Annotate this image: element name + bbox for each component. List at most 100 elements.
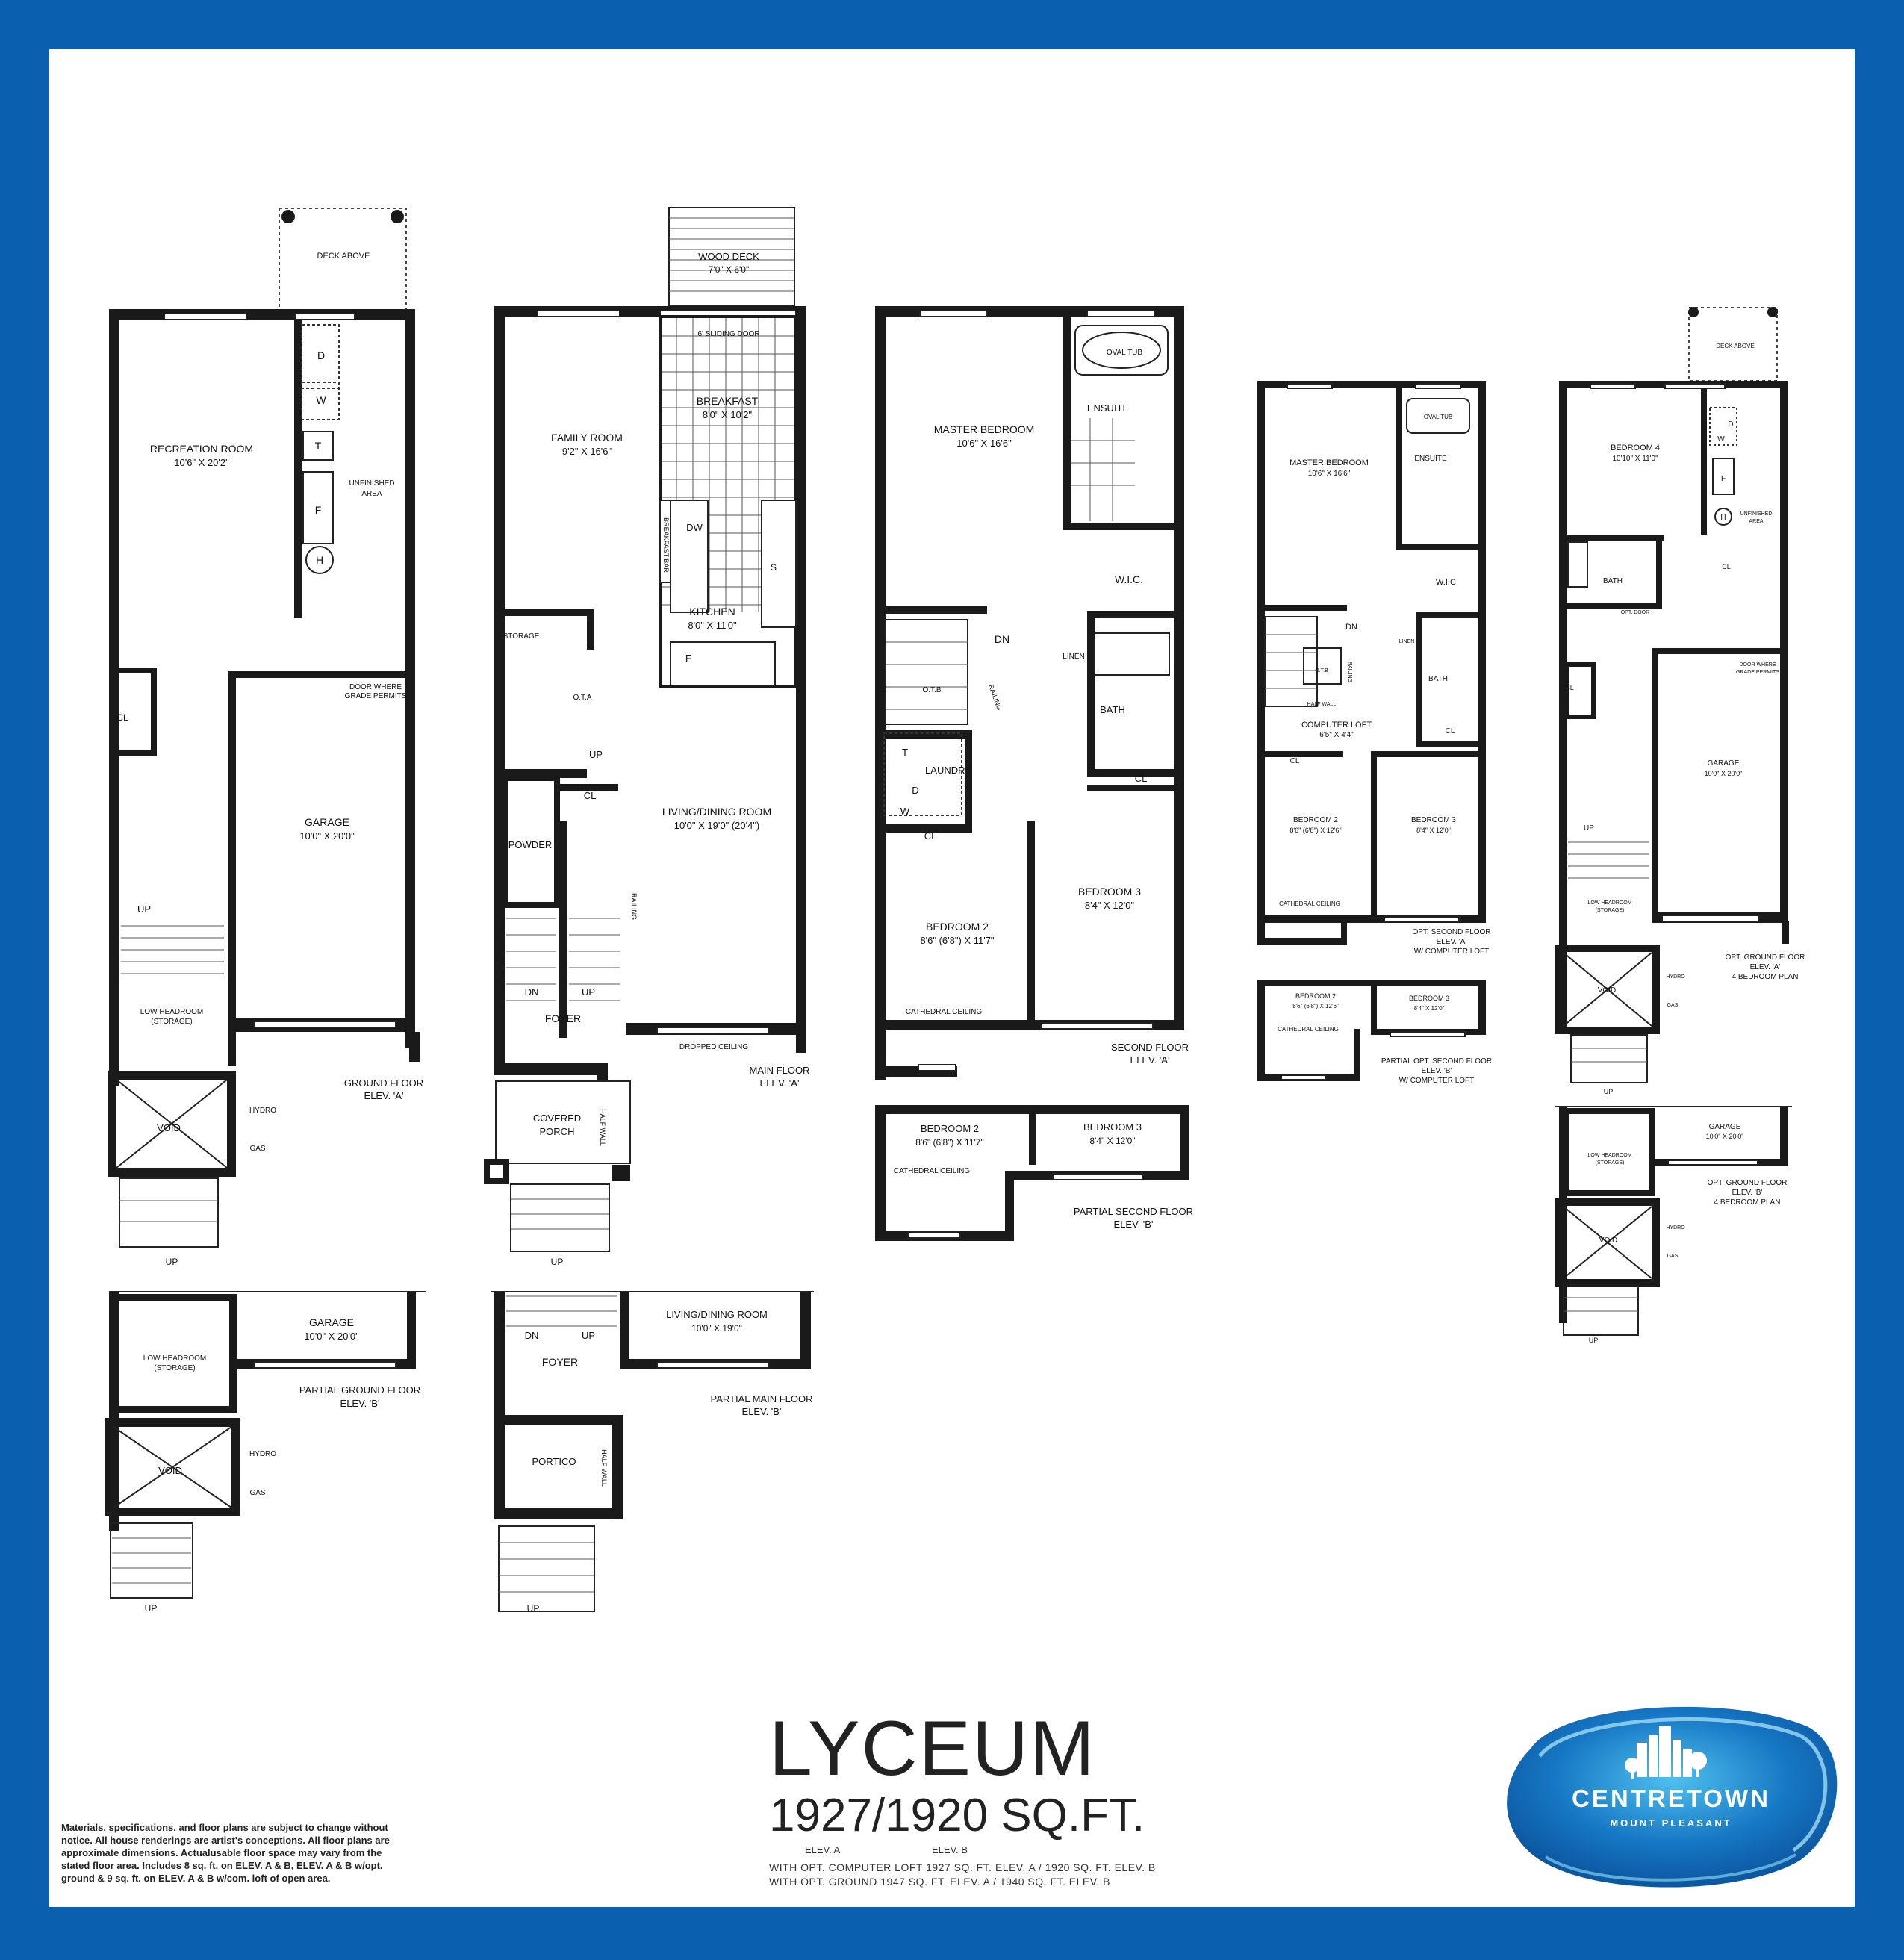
svg-text:4 BEDROOM PLAN: 4 BEDROOM PLAN (1732, 973, 1799, 981)
svg-text:BEDROOM 2: BEDROOM 2 (1295, 992, 1336, 1000)
svg-text:8'4" X 12'0": 8'4" X 12'0" (1414, 1005, 1445, 1012)
deck-above-label: DECK ABOVE (317, 252, 370, 261)
svg-text:10'0" X 20'0": 10'0" X 20'0" (299, 830, 355, 841)
svg-text:W: W (900, 806, 910, 817)
svg-text:D: D (912, 785, 918, 796)
svg-text:T: T (902, 747, 908, 758)
svg-text:ELEV. 'A': ELEV. 'A' (364, 1090, 404, 1101)
svg-text:UNFINISHED: UNFINISHED (349, 479, 394, 488)
svg-text:UP: UP (582, 1330, 595, 1341)
svg-text:8'4" X 12'0": 8'4" X 12'0" (1416, 827, 1451, 834)
svg-text:DOOR WHERE: DOOR WHERE (1740, 662, 1776, 668)
svg-text:F: F (1721, 475, 1726, 483)
svg-text:CL: CL (116, 712, 128, 723)
svg-text:DN: DN (525, 1330, 539, 1341)
svg-text:UP: UP (527, 1603, 540, 1614)
ground-floor-elev-a: DECK ABOVE RECREATION ROOM 10'6" X 20'2"… (108, 208, 423, 1267)
ground-floor-title: GROUND FLOOR (344, 1077, 423, 1089)
svg-text:BEDROOM 4: BEDROOM 4 (1611, 444, 1660, 452)
svg-text:PARTIAL OPT. SECOND FLOOR: PARTIAL OPT. SECOND FLOOR (1381, 1057, 1492, 1065)
svg-text:GARAGE: GARAGE (309, 1316, 354, 1328)
svg-text:ELEV. 'B': ELEV. 'B' (1422, 1067, 1452, 1075)
svg-text:ELEV. 'A': ELEV. 'A' (760, 1077, 800, 1089)
svg-text:W/ COMPUTER LOFT: W/ COMPUTER LOFT (1414, 948, 1490, 956)
svg-text:W: W (1717, 435, 1725, 444)
svg-text:GARAGE: GARAGE (1709, 1123, 1741, 1131)
svg-text:BEDROOM 3: BEDROOM 3 (1409, 995, 1449, 1002)
second-floor-elev-a: OVAL TUB ENSUITE MASTER BEDROOM 10'6" X … (875, 306, 1189, 1080)
svg-text:UP: UP (551, 1257, 564, 1267)
svg-text:ELEV. 'B': ELEV. 'B' (1114, 1219, 1154, 1230)
svg-text:UP: UP (145, 1603, 158, 1614)
second-floor-elev-b: BEDROOM 2 8'6" (6'8") X 11'7" BEDROOM 3 … (875, 1105, 1193, 1241)
svg-text:BATH: BATH (1603, 577, 1623, 585)
svg-text:BATH: BATH (1428, 675, 1448, 683)
svg-text:AREA: AREA (1749, 519, 1763, 524)
svg-text:4 BEDROOM PLAN: 4 BEDROOM PLAN (1714, 1198, 1781, 1207)
svg-text:8'6" (6'8") X 12'6": 8'6" (6'8") X 12'6" (1292, 1003, 1339, 1009)
powder-label: POWDER (508, 839, 553, 850)
opt-second-floor-loft-elev-b: BEDROOM 2 8'6" (6'8") X 12'6" BEDROOM 3 … (1257, 980, 1492, 1085)
svg-text:UP: UP (1584, 824, 1594, 833)
bedroom-2-label: BEDROOM 2 (926, 921, 989, 933)
ground-sqft-note: WITH OPT. GROUND 1947 SQ. FT. ELEV. A / … (769, 1876, 1110, 1888)
svg-text:DW: DW (686, 522, 703, 533)
svg-text:VOID: VOID (1599, 1236, 1617, 1245)
svg-text:ELEV. 'B': ELEV. 'B' (742, 1406, 782, 1417)
svg-text:OPT. DOOR: OPT. DOOR (1621, 610, 1650, 615)
svg-text:(STORAGE): (STORAGE) (1596, 1160, 1625, 1166)
svg-text:S: S (771, 562, 777, 573)
breakfast-label: BREAKFAST (697, 395, 759, 407)
opt-ground-floor-elev-a: DECK ABOVE BEDROOM 4 10'10" X 11'0" D W … (1555, 307, 1805, 1095)
svg-text:OPT. SECOND FLOOR: OPT. SECOND FLOOR (1412, 928, 1490, 936)
svg-text:CL: CL (1446, 727, 1455, 735)
svg-text:OVAL TUB: OVAL TUB (1424, 414, 1453, 420)
main-floor-elev-a: WOOD DECK 7'0" X 6'0" 6' SLIDING DOOR FA… (484, 207, 809, 1267)
svg-text:8'0" X 10'2": 8'0" X 10'2" (703, 409, 753, 420)
kitchen-label: KITCHEN (689, 606, 735, 617)
svg-text:PORCH: PORCH (540, 1126, 575, 1137)
svg-text:RAILING: RAILING (1347, 662, 1352, 682)
svg-text:LOW HEADROOM: LOW HEADROOM (140, 1008, 203, 1016)
svg-text:ELEV. 'A': ELEV. 'A' (1437, 938, 1467, 946)
svg-text:F: F (315, 504, 322, 516)
svg-text:6'5" X 4'4": 6'5" X 4'4" (1319, 731, 1354, 739)
svg-text:HALF WALL: HALF WALL (600, 1449, 608, 1487)
svg-text:O.T.B: O.T.B (922, 686, 941, 694)
svg-text:10'0" X 19'0": 10'0" X 19'0" (691, 1323, 742, 1334)
svg-text:CATHEDRAL CEILING: CATHEDRAL CEILING (906, 1008, 982, 1016)
svg-text:LIVING/DINING ROOM: LIVING/DINING ROOM (666, 1309, 768, 1320)
svg-text:CATHEDRAL CEILING: CATHEDRAL CEILING (1279, 900, 1340, 907)
svg-text:RAILING: RAILING (987, 683, 1004, 711)
svg-text:7'0" X 6'0": 7'0" X 6'0" (709, 264, 749, 275)
svg-text:W/ COMPUTER LOFT: W/ COMPUTER LOFT (1399, 1077, 1475, 1085)
svg-text:CATHEDRAL CEILING: CATHEDRAL CEILING (1278, 1026, 1339, 1033)
centretown-logo: CENTRETOWN MOUNT PLEASANT (1501, 1696, 1841, 1892)
svg-text:HYDRO: HYDRO (249, 1450, 276, 1458)
svg-text:HALF WALL: HALF WALL (599, 1109, 606, 1146)
bedroom-3-label: BEDROOM 3 (1078, 886, 1141, 897)
svg-text:D: D (1728, 420, 1733, 429)
disclaimer-text: Materials, specifications, and floor pla… (61, 1822, 390, 1884)
svg-text:BREAKFAST BAR: BREAKFAST BAR (662, 517, 670, 573)
master-bedroom-label: MASTER BEDROOM (934, 423, 1035, 435)
svg-text:LINEN: LINEN (1399, 639, 1415, 644)
svg-text:UP: UP (166, 1257, 178, 1267)
svg-text:10'0" X 20'0": 10'0" X 20'0" (1705, 770, 1743, 777)
svg-text:LOW HEADROOM: LOW HEADROOM (143, 1354, 206, 1363)
svg-text:ELEV. 'B': ELEV. 'B' (1732, 1189, 1763, 1197)
svg-text:(STORAGE): (STORAGE) (1596, 908, 1625, 913)
recreation-room-dimensions: 10'6" X 20'2" (174, 457, 229, 468)
svg-text:GRADE PERMITS: GRADE PERMITS (345, 692, 407, 700)
svg-text:CL: CL (1722, 563, 1731, 570)
svg-text:(STORAGE): (STORAGE) (154, 1364, 195, 1372)
svg-text:ELEV. 'B': ELEV. 'B' (340, 1398, 380, 1409)
svg-text:CL: CL (924, 830, 937, 841)
svg-text:CL: CL (1135, 773, 1148, 784)
svg-text:DN: DN (1345, 623, 1357, 632)
svg-text:O.T.B: O.T.B (1315, 668, 1328, 673)
svg-text:GARAGE: GARAGE (1708, 759, 1740, 768)
svg-text:UP: UP (582, 986, 595, 998)
model-square-footage: 1927/1920 SQ.FT. (769, 1790, 1145, 1841)
